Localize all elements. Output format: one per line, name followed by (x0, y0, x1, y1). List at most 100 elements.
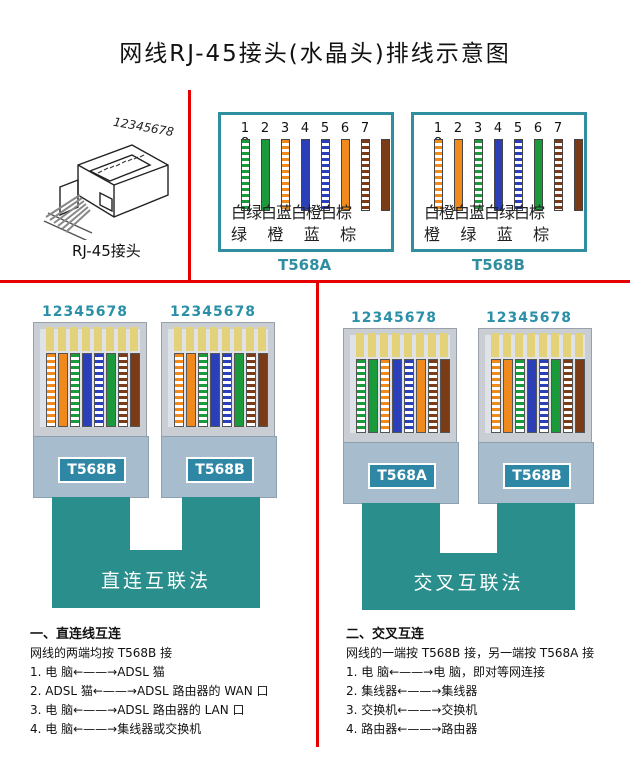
right-plug2-body: T568B (478, 442, 594, 504)
left-plug2-wire-4 (210, 353, 220, 427)
right-plug1-wire-8 (440, 359, 450, 433)
right-plug1-wire-1 (356, 359, 366, 433)
right-plug1-contact-1 (356, 333, 364, 357)
left-plug2-wire-5 (222, 353, 232, 427)
t568b-wire-2 (454, 139, 463, 211)
t568b-wire-4 (494, 139, 503, 211)
right-cable-leg2 (497, 503, 575, 555)
notes-crossover-heading: 二、交叉互连 (346, 627, 425, 642)
right-plug1-contact-3 (380, 333, 388, 357)
t568b-wire-8 (574, 139, 583, 211)
connector-label: RJ-45接头 (72, 242, 141, 260)
right-plug1-contact-4 (392, 333, 400, 357)
left-plug1-contact-4 (82, 327, 90, 351)
right-plug1-contact-6 (416, 333, 424, 357)
notes-straight-item: 1. 电 脑←——→ADSL 猫 (30, 665, 165, 679)
t568a-color-row1: 白绿白蓝白橙白棕 (231, 203, 352, 222)
left-cable-label: 直连互联法 (100, 570, 211, 592)
notes-straight-heading: 一、直连线互连 (30, 627, 122, 642)
left-plug1-contact-6 (106, 327, 114, 351)
right-cable-leg1 (362, 503, 440, 555)
right-plug1-contact-2 (368, 333, 376, 357)
left-plug1-badge: T568B (58, 457, 126, 483)
left-plug1-wire-5 (94, 353, 104, 427)
notes-straight-item: 3. 电 脑←——→ADSL 路由器的 LAN 口 (30, 703, 245, 717)
left-plug2-wire-8 (258, 353, 268, 427)
t568a-color-row2: 绿 橙 蓝 棕 (231, 225, 357, 244)
right-plug2-wire-7 (563, 359, 573, 433)
t568b-color-box: 12345678 白橙白蓝白绿白棕 橙 绿 蓝 棕 (411, 112, 587, 252)
notes-crossover-item: 2. 集线器←——→集线器 (346, 684, 478, 698)
left-plug1-pin-numbers: 12345678 (42, 304, 128, 320)
right-plug2-wire-4 (527, 359, 537, 433)
right-plug1-wire-7 (428, 359, 438, 433)
right-plug2-wire-6 (551, 359, 561, 433)
left-plug1 (33, 322, 147, 439)
t568b-caption: T568B (472, 256, 525, 274)
right-plug2-wire-8 (575, 359, 585, 433)
t568b-wire-5 (514, 139, 523, 211)
left-plug2-pin-numbers: 12345678 (170, 304, 256, 320)
right-plug1-wire-5 (404, 359, 414, 433)
right-plug2-wire-2 (503, 359, 513, 433)
left-plug1-wire-4 (82, 353, 92, 427)
left-plug2-wire-3 (198, 353, 208, 427)
notes-straight-sub: 网线的两端均按 T568B 接 (30, 646, 173, 660)
right-plug1-body: T568A (343, 442, 459, 504)
left-plug2-wire-7 (246, 353, 256, 427)
t568b-wire-1 (434, 139, 443, 211)
left-plug1-contact-8 (130, 327, 138, 351)
right-cable-label: 交叉互联法 (413, 572, 524, 594)
right-plug2-contact-4 (527, 333, 535, 357)
right-plug2-contact-1 (491, 333, 499, 357)
t568a-wire-1 (241, 139, 250, 211)
left-plug1-contact-2 (58, 327, 66, 351)
right-plug1-badge: T568A (368, 463, 436, 489)
left-plug1-contact-5 (94, 327, 102, 351)
left-plug2-contact-8 (258, 327, 266, 351)
left-cable-loop (52, 550, 260, 608)
left-plug2-wire-6 (234, 353, 244, 427)
left-plug1-wire-3 (70, 353, 80, 427)
t568b-wire-7 (554, 139, 563, 211)
notes-crossover: 二、交叉互连 网线的一端按 T568B 接，另一端按 T568A 接 1. 电 … (346, 625, 628, 739)
right-plug1-wire-4 (392, 359, 402, 433)
t568a-wire-8 (381, 139, 390, 211)
t568a-wire-4 (301, 139, 310, 211)
left-plug2-contact-3 (198, 327, 206, 351)
left-plug2-contact-4 (210, 327, 218, 351)
left-plug2-contact-1 (174, 327, 182, 351)
right-plug2-contact-2 (503, 333, 511, 357)
t568a-wire-7 (361, 139, 370, 211)
t568a-wire-5 (321, 139, 330, 211)
notes-straight-item: 4. 电 脑←——→集线器或交换机 (30, 722, 202, 736)
divider-top-vertical (188, 90, 191, 280)
right-plug1-pin-numbers: 12345678 (351, 310, 437, 326)
t568b-wire-6 (534, 139, 543, 211)
right-plug2-contact-8 (575, 333, 583, 357)
right-cable-loop (362, 553, 575, 610)
right-plug2-wire-1 (491, 359, 501, 433)
left-plug2-wire-1 (174, 353, 184, 427)
t568a-color-box: 12345678 白绿白蓝白橙白棕 绿 橙 蓝 棕 (218, 112, 394, 252)
left-plug1-contact-3 (70, 327, 78, 351)
t568b-color-row2: 橙 绿 蓝 棕 (424, 225, 550, 244)
right-plug2-wire-5 (539, 359, 549, 433)
left-plug1-contact-1 (46, 327, 54, 351)
left-plug1-wire-2 (58, 353, 68, 427)
notes-crossover-sub: 网线的一端按 T568B 接，另一端按 T568A 接 (346, 646, 595, 660)
t568b-wire-3 (474, 139, 483, 211)
right-plug1-wire-2 (368, 359, 378, 433)
left-plug2-contact-5 (222, 327, 230, 351)
notes-crossover-item: 4. 路由器←——→路由器 (346, 722, 478, 736)
t568a-caption: T568A (278, 256, 332, 274)
right-plug1 (343, 328, 457, 445)
left-plug1-body: T568B (33, 436, 149, 498)
right-plug1-contact-7 (428, 333, 436, 357)
left-plug2-badge: T568B (186, 457, 254, 483)
left-plug1-contact-7 (118, 327, 126, 351)
notes-crossover-item: 3. 交换机←——→交换机 (346, 703, 478, 717)
right-plug2-contact-3 (515, 333, 523, 357)
right-plug1-contact-8 (440, 333, 448, 357)
left-plug2-body: T568B (161, 436, 277, 498)
